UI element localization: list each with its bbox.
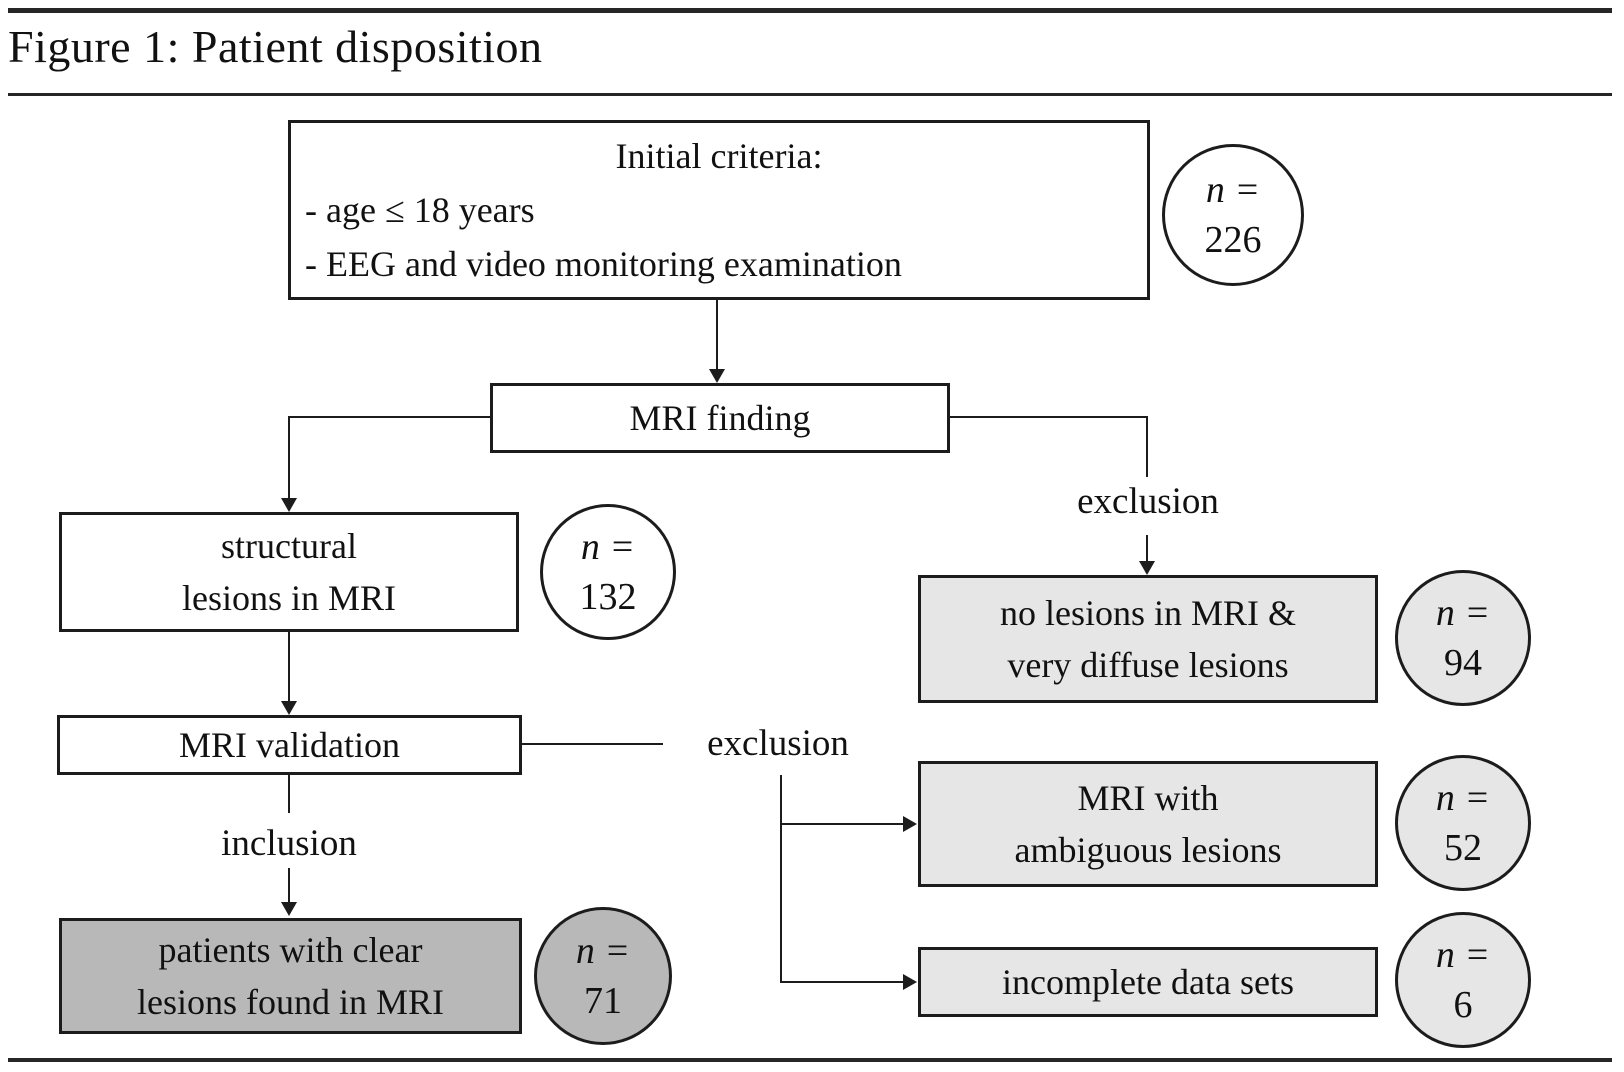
- count-value: 94: [1444, 642, 1482, 684]
- connector-validation-to-exclusion: [522, 743, 663, 745]
- top-rule: [8, 8, 1612, 13]
- edge-label-inclusion: inclusion: [221, 823, 357, 864]
- edge-label-exclusion-mid: exclusion: [707, 723, 849, 764]
- no-lesions-line2: very diffuse lesions: [1007, 645, 1289, 685]
- count-value: 52: [1444, 827, 1482, 869]
- arrowhead-inclusion-to-patients: [281, 902, 297, 916]
- ambiguous-lesions-line2: ambiguous lesions: [1014, 830, 1282, 870]
- mri-finding-box: MRI finding: [490, 383, 950, 453]
- mri-validation-label: MRI validation: [179, 725, 400, 765]
- initial-criteria-item-eeg: - EEG and video monitoring examination: [305, 244, 902, 284]
- connector-exclusion-to-incomplete: [780, 981, 905, 983]
- connector-finding-right-horizontal: [950, 416, 1148, 418]
- initial-criteria-box: Initial criteria: - age ≤ 18 years - EEG…: [288, 120, 1150, 300]
- incomplete-data-label: incomplete data sets: [1002, 962, 1294, 1002]
- edge-label-exclusion-right: exclusion: [1077, 481, 1219, 522]
- connector-inclusion-to-patients: [288, 868, 290, 903]
- title-separator-rule: [8, 93, 1612, 96]
- initial-criteria-heading: Initial criteria:: [615, 136, 823, 176]
- count-label: n =: [580, 526, 636, 568]
- arrowhead-exclusion-to-ambiguous: [903, 816, 917, 832]
- arrowhead-exclusion-to-incomplete: [903, 974, 917, 990]
- patients-clear-line1: patients with clear: [158, 930, 423, 970]
- mri-validation-box: MRI validation: [57, 715, 522, 775]
- figure-title: Figure 1: Patient disposition: [8, 21, 543, 72]
- structural-lesions-line1: structural: [221, 526, 357, 566]
- connector-finding-left-vertical: [288, 416, 290, 499]
- no-lesions-line1: no lesions in MRI &: [999, 593, 1296, 633]
- arrowhead-structural-to-validation: [281, 701, 297, 715]
- patients-clear-lesions-box: patients with clear lesions found in MRI: [59, 918, 522, 1034]
- ambiguous-lesions-box: MRI with ambiguous lesions: [918, 761, 1378, 887]
- connector-structural-to-validation: [288, 632, 290, 702]
- structural-lesions-box: structural lesions in MRI: [59, 512, 519, 632]
- bottom-rule: [8, 1058, 1612, 1062]
- arrowhead-exclusion-to-nolesions: [1139, 561, 1155, 575]
- count-value: 132: [579, 576, 637, 618]
- count-label: n =: [1435, 592, 1491, 634]
- count-badge-no-lesions: n = 94: [1395, 570, 1531, 706]
- count-value: 6: [1453, 984, 1473, 1026]
- count-label: n =: [575, 930, 631, 972]
- incomplete-data-box: incomplete data sets: [918, 947, 1378, 1017]
- count-badge-incomplete: n = 6: [1395, 912, 1531, 1048]
- count-badge-structural: n = 132: [540, 504, 676, 640]
- connector-finding-left-horizontal: [288, 416, 490, 418]
- count-label: n =: [1205, 169, 1261, 211]
- count-value: 71: [584, 980, 622, 1022]
- mri-finding-label: MRI finding: [629, 398, 811, 438]
- ambiguous-lesions-line1: MRI with: [1077, 778, 1219, 818]
- connector-finding-right-vertical: [1146, 416, 1148, 477]
- arrowhead-initial-to-finding: [709, 369, 725, 383]
- structural-lesions-line2: lesions in MRI: [181, 578, 396, 618]
- patients-clear-line2: lesions found in MRI: [136, 982, 444, 1022]
- connector-exclusion-to-ambiguous: [780, 823, 905, 825]
- count-badge-initial: n = 226: [1162, 144, 1304, 286]
- count-value: 226: [1204, 219, 1262, 261]
- count-label: n =: [1435, 777, 1491, 819]
- count-badge-ambiguous: n = 52: [1395, 755, 1531, 891]
- connector-exclusion-to-nolesions: [1146, 535, 1148, 563]
- initial-criteria-item-age: - age ≤ 18 years: [305, 190, 535, 230]
- arrowhead-finding-to-structural: [281, 498, 297, 512]
- no-lesions-box: no lesions in MRI & very diffuse lesions: [918, 575, 1378, 703]
- connector-initial-to-finding: [716, 300, 718, 370]
- connector-validation-to-inclusion: [288, 775, 290, 813]
- count-badge-patients-clear: n = 71: [534, 907, 672, 1045]
- connector-exclusion-trunk: [780, 775, 782, 983]
- count-label: n =: [1435, 934, 1491, 976]
